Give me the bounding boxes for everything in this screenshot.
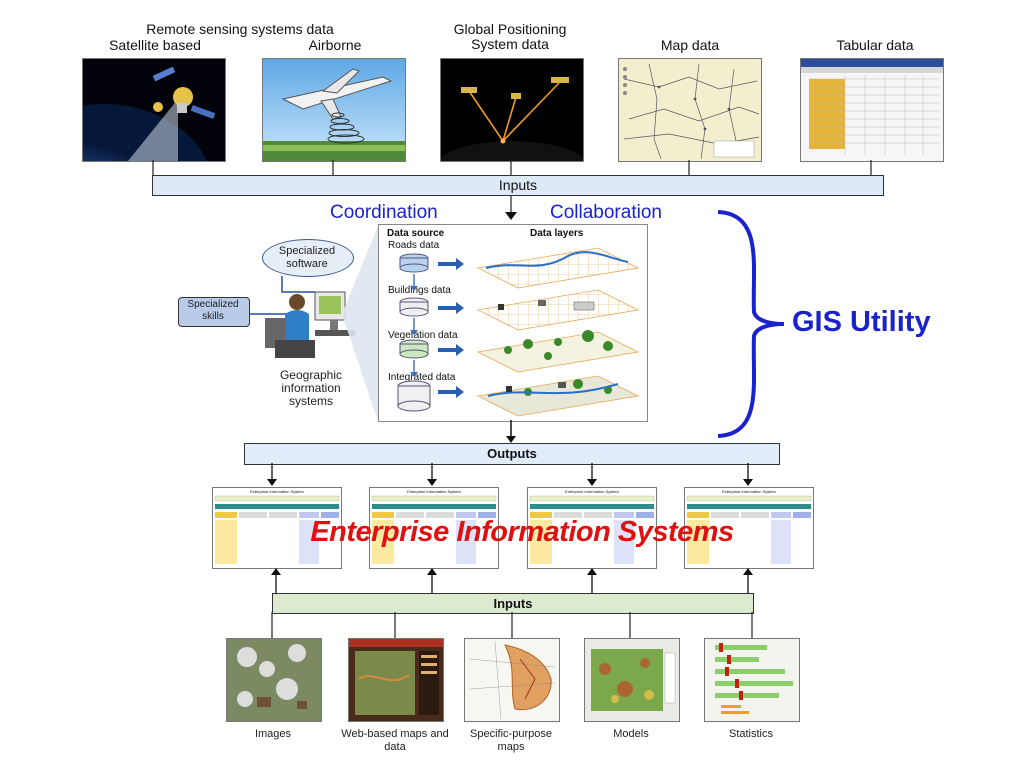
images-thumbnail xyxy=(226,638,322,722)
roads-data-label: Roads data xyxy=(388,240,440,251)
eis-title: Enterprise Information Systems xyxy=(310,516,734,548)
data-layers-header: Data layers xyxy=(530,228,584,239)
gis-utility-brace xyxy=(717,210,785,438)
models-label: Models xyxy=(613,728,649,740)
collaboration-label: Collaboration xyxy=(550,202,662,223)
outputs-bar: Outputs xyxy=(244,443,780,465)
gps-image xyxy=(440,58,584,162)
inputs-top-bar: Inputs xyxy=(152,175,884,196)
vegetation-data-label: Vegetation data xyxy=(388,330,458,341)
integrated-data-label: Integrated data xyxy=(388,372,456,383)
remote-sensing-title: Remote sensing systems data xyxy=(146,21,334,37)
eis-panel-2: Enterprise Information System xyxy=(369,487,499,569)
layer-stack-graphics xyxy=(397,247,640,417)
tabular-data-image xyxy=(800,58,944,162)
coordination-label: Coordination xyxy=(330,202,438,223)
eis-panel-diagram xyxy=(214,495,340,564)
specialized-skills-box xyxy=(178,297,250,327)
inputs-up-arrows xyxy=(271,568,753,593)
inputs-bottom-bar: Inputs xyxy=(272,593,754,614)
panel-to-outputs-arrow xyxy=(506,420,516,443)
eis-panel-diagram xyxy=(686,495,812,564)
statistics-thumbnail xyxy=(704,638,800,722)
tabular-data-label: Tabular data xyxy=(836,37,914,53)
web-maps-label: Web-based maps and data xyxy=(341,728,449,753)
specialized-software-label: Specialized software xyxy=(278,245,336,270)
specialized-skills-label: Specialized skills xyxy=(187,299,239,322)
inputs-top-label: Inputs xyxy=(498,177,538,193)
web-maps-thumbnail xyxy=(348,638,444,722)
eis-panel-diagram xyxy=(529,495,655,564)
gis-caption: Geographic information systems xyxy=(279,368,343,408)
eis-panel-4: Enterprise Information System xyxy=(684,487,814,569)
inputs-bottom-label: Inputs xyxy=(493,596,533,611)
airborne-label: Airborne xyxy=(308,37,362,53)
eis-panel-title: Enterprise Information System xyxy=(407,489,461,494)
eis-panel-diagram xyxy=(371,495,497,564)
gps-label: Global Positioning System data xyxy=(453,21,567,52)
gis-utility-label: GIS Utility xyxy=(792,306,931,338)
models-thumbnail xyxy=(584,638,680,722)
statistics-label: Statistics xyxy=(728,728,773,740)
specialized-software-bubble xyxy=(262,239,354,277)
outputs-label: Outputs xyxy=(487,446,537,461)
eis-panel-title: Enterprise Information System xyxy=(250,489,304,494)
bottom-connector-lines xyxy=(271,612,753,638)
specific-maps-thumbnail xyxy=(464,638,560,722)
eis-panel-title: Enterprise Information System xyxy=(565,489,619,494)
airborne-image xyxy=(262,58,406,162)
top-connector-lines xyxy=(152,160,872,220)
buildings-data-label: Buildings data xyxy=(388,285,451,296)
map-data-label: Map data xyxy=(660,37,720,53)
data-source-header: Data source xyxy=(387,228,445,239)
satellite-image xyxy=(82,58,226,162)
gis-workstation-illustration xyxy=(249,276,355,358)
eis-panel-3: Enterprise Information System xyxy=(527,487,657,569)
images-label: Images xyxy=(254,728,292,740)
specific-maps-label: Specific-purpose maps xyxy=(470,728,552,753)
map-data-image xyxy=(618,58,762,162)
outputs-arrows xyxy=(267,463,753,486)
eis-panel-title: Enterprise Information System xyxy=(722,489,776,494)
satellite-label: Satellite based xyxy=(109,37,201,53)
eis-panel-1: Enterprise Information System xyxy=(212,487,342,569)
zoom-wedge xyxy=(342,226,378,422)
